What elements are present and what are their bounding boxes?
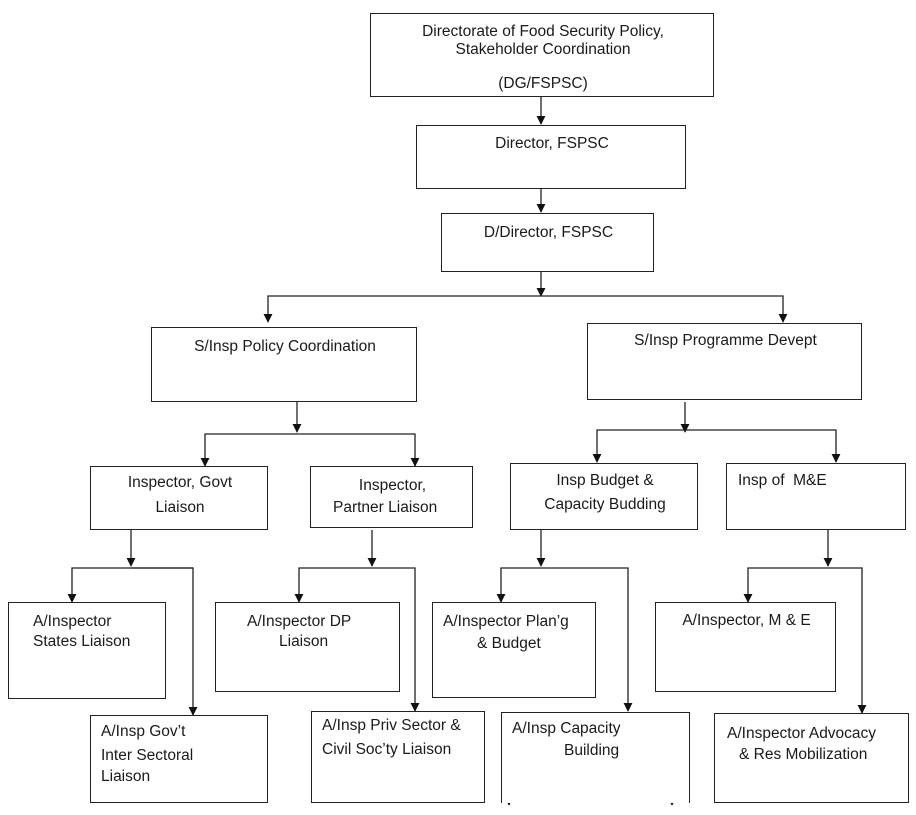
- box-sinsp-prog-line1: S/Insp Programme Devept: [634, 332, 817, 349]
- box-ai-dp-line2: Liaison: [279, 633, 329, 650]
- box-insp-govt-line2: Liaison: [155, 499, 205, 516]
- box-dg-line2: Stakeholder Coordination: [455, 41, 631, 58]
- connector-budget-plan: [496, 567, 541, 603]
- box-ai-cap-line2: Building: [564, 742, 620, 759]
- box-ai-gov-inter-line3: Liaison: [101, 768, 151, 785]
- box-ai-me: A/Inspector, M & E: [655, 602, 836, 692]
- connector-split-prog: [541, 295, 788, 323]
- box-sinsp-programme-devept: S/Insp Programme Devept: [587, 323, 862, 400]
- box-ai-priv-line2: Civil Soc’ty Liaison: [322, 741, 452, 758]
- connector-partner-priv: [372, 567, 420, 712]
- box-insp-me-line1: Insp of M&E: [738, 472, 827, 489]
- connector-me-adv: [828, 567, 867, 714]
- box-insp-budget-capacity: Insp Budget & Capacity Budding: [510, 463, 698, 530]
- box-ai-states-liaison: A/Inspector States Liaison: [8, 602, 166, 699]
- box-inspector-partner-liaison: Inspector, Partner Liaison: [310, 466, 473, 528]
- box-ai-gov-inter-line1: A/Insp Gov’t: [101, 723, 186, 740]
- box-ai-priv-sector: A/Insp Priv Sector & Civil Soc’ty Liaiso…: [311, 711, 485, 803]
- box-insp-govt-line1: Inspector, Govt: [127, 474, 233, 491]
- box-ai-adv-line1: A/Inspector Advocacy: [727, 725, 877, 742]
- box-sinsp-policy-line1: S/Insp Policy Coordination: [194, 338, 376, 355]
- connector-policy-govt: [200, 433, 297, 467]
- box-insp-budget-line2: Capacity Budding: [544, 496, 666, 513]
- box-sinsp-policy-coordination: S/Insp Policy Coordination: [151, 327, 417, 402]
- connector-split-policy: [263, 295, 541, 323]
- box-dg-line3: (DG/FSPSC): [498, 75, 588, 92]
- box-ai-plan-line1: A/Inspector Plan’g: [443, 613, 569, 630]
- box-dg-fspsc: Directorate of Food Security Policy, Sta…: [370, 13, 714, 97]
- box-ddirector-line1: D/Director, FSPSC: [483, 224, 614, 241]
- box-insp-partner-line1: Inspector,: [358, 477, 427, 494]
- box-deputy-director: D/Director, FSPSC: [441, 213, 654, 272]
- box-director-line1: Director, FSPSC: [495, 135, 609, 152]
- box-insp-me: Insp of M&E: [726, 463, 906, 530]
- connector-prog-budget: [592, 429, 685, 463]
- connector-govt-states: [67, 567, 193, 603]
- connector-partner-dp: [294, 567, 372, 603]
- box-ai-plan-line2: & Budget: [477, 635, 541, 652]
- box-ai-me-line1: A/Inspector, M & E: [682, 612, 811, 629]
- box-insp-budget-line1: Insp Budget &: [556, 472, 654, 489]
- connector-prog-me: [685, 429, 841, 463]
- box-ai-capacity-building: A/Insp Capacity Building: [501, 712, 690, 803]
- box-ai-advocacy: A/Inspector Advocacy & Res Mobilization: [714, 713, 909, 803]
- connector-budget-cap: [541, 567, 633, 712]
- box-dg-line1: Directorate of Food Security Policy,: [422, 23, 664, 40]
- box-ai-gov-inter-sectoral: A/Insp Gov’t Inter Sectoral Liaison: [90, 715, 268, 803]
- box-inspector-govt-liaison: Inspector, Govt Liaison: [90, 466, 268, 530]
- box-ai-priv-line1: A/Insp Priv Sector &: [322, 717, 461, 734]
- box-insp-partner-line2: Partner Liaison: [333, 499, 438, 516]
- box-ai-states-line1: A/Inspector: [33, 613, 112, 630]
- connector-policy-partner: [297, 433, 420, 467]
- box-ai-adv-line2: & Res Mobilization: [739, 746, 868, 763]
- connector-govt-inter: [131, 567, 198, 716]
- box-ai-cap-line1: A/Insp Capacity: [512, 720, 621, 737]
- box-ai-dp-liaison: A/Inspector DP Liaison: [215, 602, 400, 692]
- box-director: Director, FSPSC: [416, 125, 686, 189]
- box-ai-gov-inter-line2: Inter Sectoral: [101, 747, 194, 764]
- connector-me-ame: [743, 567, 828, 603]
- box-ai-plan-budget: A/Inspector Plan’g & Budget: [432, 602, 596, 698]
- box-ai-states-line2: States Liaison: [33, 633, 131, 650]
- box-ai-dp-line1: A/Inspector DP: [247, 613, 352, 630]
